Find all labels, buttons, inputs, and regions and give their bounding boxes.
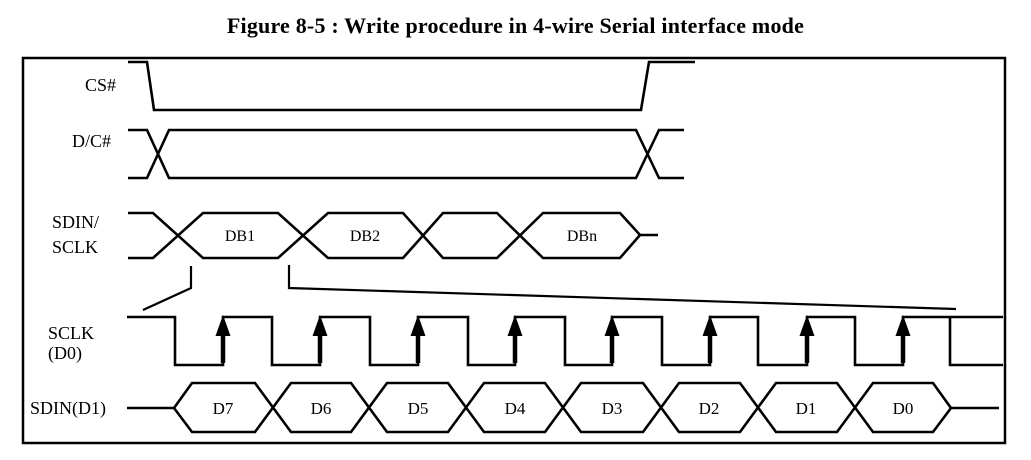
clock-rising-edge-arrow <box>215 315 231 363</box>
signal-label-clock-line2: (D0) <box>48 343 82 364</box>
bus-cell-label-dbn: DBn <box>567 228 597 245</box>
signal-label-data: SDIN(D1) <box>30 398 106 419</box>
diagram-frame <box>21 56 1007 445</box>
signal-label-bus-line2: SCLK <box>52 237 98 257</box>
clock-rising-edge-arrow <box>507 315 523 363</box>
data-bit-label: D0 <box>893 399 914 418</box>
clock-rising-edge-arrow <box>799 315 815 363</box>
signal-label-dc: D/C# <box>72 131 111 151</box>
signal-label-bus-line1: SDIN/ <box>52 212 99 232</box>
dc-waveform-upper <box>128 128 684 180</box>
bus-signal-row: SDIN/ SCLK DB1 DB2 DBn <box>52 211 658 260</box>
data-bit-label: D2 <box>699 399 720 418</box>
data-bit-label: D3 <box>602 399 623 418</box>
data-bit-label: D7 <box>213 399 234 418</box>
cs-signal-row: CS# <box>85 60 695 112</box>
cs-waveform <box>128 60 695 112</box>
clock-rising-edge-arrow <box>604 315 620 363</box>
clock-final-fall <box>948 317 1003 367</box>
data-bit-label: D5 <box>408 399 429 418</box>
bus-cell-label-db1: DB1 <box>225 228 255 245</box>
dc-waveform-lower <box>128 128 684 180</box>
data-waveform-lower <box>172 381 953 434</box>
signal-label-clock-line1: SCLK <box>48 323 94 343</box>
data-bit-label: D6 <box>311 399 332 418</box>
clock-edge-arrows <box>215 315 911 363</box>
data-bit-label: D1 <box>796 399 817 418</box>
signal-label-cs: CS# <box>85 75 116 95</box>
clock-rising-edge-arrow <box>895 315 911 363</box>
expansion-pointer-left <box>142 266 193 311</box>
clock-waveform <box>127 315 1003 367</box>
figure-title: Figure 8-5 : Write procedure in 4-wire S… <box>226 13 805 38</box>
expansion-pointer-right <box>287 265 957 311</box>
clock-signal-row: SCLK (D0) <box>48 315 1003 367</box>
data-signal-row: SDIN(D1) D7 D6 D5 D4 D3 D2 D1 D0 <box>30 381 999 434</box>
bus-cell-label-db2: DB2 <box>350 228 380 245</box>
bus-waveform-lower <box>128 211 641 260</box>
clock-rising-edge-arrow <box>410 315 426 363</box>
data-bit-label: D4 <box>505 399 526 418</box>
data-waveform-upper <box>172 381 999 434</box>
dc-signal-row: D/C# <box>72 128 684 180</box>
clock-rising-edge-arrow <box>702 315 718 363</box>
clock-rising-edge-arrow <box>312 315 328 363</box>
